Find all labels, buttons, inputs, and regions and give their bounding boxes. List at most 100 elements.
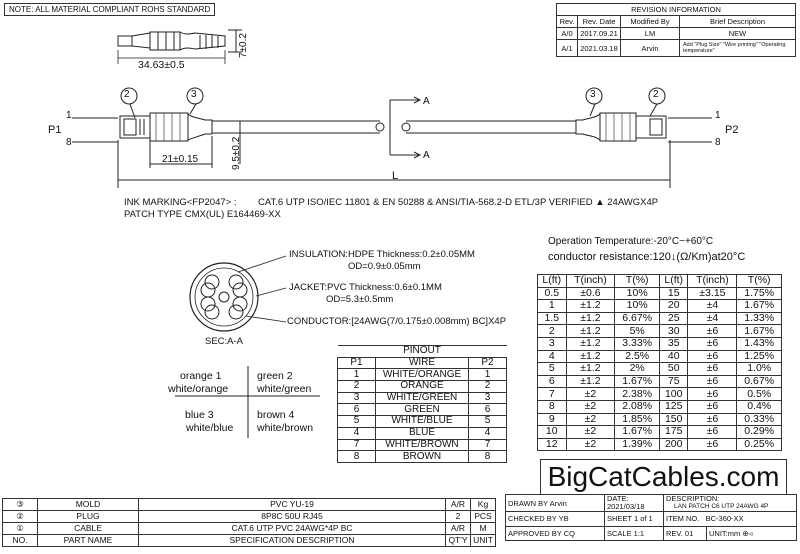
tolerance-cell: ±6 — [687, 437, 738, 452]
callout-3-left: 3 — [191, 89, 197, 100]
tolerance-cell: ±1.2 — [565, 324, 616, 338]
pair1-a: orange 1 — [180, 370, 222, 382]
tolerance-cell: ±4 — [687, 311, 738, 326]
tolerance-cell: 7 — [537, 387, 567, 401]
spec-part: PART NAME — [37, 534, 139, 547]
pinout-cell: WHITE/GREEN — [375, 391, 469, 405]
tolerance-header: T(inch) — [565, 274, 616, 288]
pair3-a: blue 3 — [185, 409, 214, 421]
label-p2: P2 — [725, 124, 739, 136]
tolerance-cell: ±0.6 — [565, 286, 616, 301]
tolerance-cell: 1.43% — [736, 336, 782, 351]
drawn-by: Arvin — [549, 498, 567, 508]
tolerance-cell: ±3.15 — [687, 286, 738, 301]
tolerance-cell: 0.67% — [736, 374, 782, 389]
tolerance-cell: 2 — [537, 324, 567, 338]
p2-connector — [575, 112, 667, 142]
tolerance-cell: 150 — [658, 412, 689, 427]
rohs-note: NOTE: ALL MATERIAL COMPLIANT ROHS STANDA… — [4, 3, 216, 16]
revision-table: REVISION INFORMATION Rev. Rev. Date Modi… — [556, 3, 796, 57]
pinout-cell: WHITE/BROWN — [375, 438, 469, 452]
brand-logo-text: BigCatCables.com — [540, 459, 787, 495]
tolerance-cell: 1.67% — [614, 425, 660, 439]
tolerance-header: L(ft) — [658, 274, 689, 288]
pair3-b: white/blue — [186, 422, 234, 434]
tolerance-cell: 200 — [658, 437, 689, 452]
pair4-a: brown 4 — [257, 409, 295, 421]
approved-by-label: APPROVED BY — [508, 528, 562, 538]
tolerance-cell: 0.25% — [736, 437, 782, 452]
tolerance-cell: ±2 — [565, 437, 616, 452]
tolerance-header: L(ft) — [537, 274, 567, 288]
section-label: SEC:A-A — [205, 336, 244, 347]
item-no: BC-360-XX — [705, 514, 744, 524]
pinout-cell: 5 — [337, 415, 376, 428]
label-p1: P1 — [48, 124, 62, 136]
tolerance-cell: ±1.2 — [565, 362, 616, 376]
tolerance-cell: ±2 — [565, 412, 616, 427]
spec-no: NO. — [2, 534, 38, 547]
pinout-cell: 4 — [468, 426, 507, 440]
callout-3-right: 3 — [590, 89, 596, 100]
tolerance-cell: ±2 — [565, 425, 616, 439]
tolerance-cell: 0.5 — [537, 286, 567, 301]
spec-unit: UNIT — [470, 534, 496, 547]
conductor-resistance: conductor resistance:120↓(Ω/Km)at20°C — [548, 251, 746, 263]
spec-desc: CAT.6 UTP PVC 24AWG*4P BC — [138, 522, 446, 535]
tolerance-cell: 125 — [658, 399, 689, 414]
tolerance-cell: 6 — [537, 374, 567, 389]
jacket-spec: JACKET:PVC Thickness:0.6±0.1MM — [289, 282, 442, 293]
tolerance-cell: 5 — [537, 362, 567, 376]
pinout-cell: 5 — [468, 415, 507, 428]
tolerance-cell: 15 — [658, 286, 689, 301]
tolerance-cell: ±1.2 — [565, 299, 616, 313]
tolerance-cell: 35 — [658, 336, 689, 351]
pinout-cell: 2 — [337, 380, 376, 393]
tolerance-cell: ±1.2 — [565, 311, 616, 326]
spec-desc: SPECIFICATION DESCRIPTION — [138, 534, 446, 547]
pinout-cell: 2 — [468, 380, 507, 393]
tolerance-cell: 1.75% — [736, 286, 782, 301]
tolerance-cell: 10% — [614, 299, 660, 313]
dim-plug-length: 34.63±0.5 — [138, 59, 185, 71]
tolerance-cell: 1.33% — [736, 311, 782, 326]
dim-width: 9.5±0.2 — [231, 136, 242, 170]
pinout-cell: BLUE — [375, 426, 469, 440]
tolerance-cell: 175 — [658, 425, 689, 439]
tolerance-cell: 1.0% — [736, 362, 782, 376]
tolerance-cell: ±4 — [687, 299, 738, 313]
spec-no: ① — [2, 522, 38, 535]
tolerance-cell: ±6 — [687, 324, 738, 338]
tolerance-cell: ±6 — [687, 399, 738, 414]
insulation-od: OD=0.9±0.05mm — [348, 261, 421, 272]
tolerance-cell: 9 — [537, 412, 567, 427]
tolerance-cell: 0.5% — [736, 387, 782, 401]
cable-cross-section — [189, 255, 287, 332]
revision: REV. 01 — [663, 525, 707, 541]
rev-row-date: 2021.03.18 — [577, 39, 621, 57]
p1-connector — [119, 112, 213, 142]
checked-by: YB — [558, 514, 569, 524]
tolerance-cell: ±6 — [687, 336, 738, 351]
tolerance-cell: ±6 — [687, 412, 738, 427]
tolerance-cell: 25 — [658, 311, 689, 326]
tolerance-cell: 20 — [658, 299, 689, 313]
tolerance-cell: 8 — [537, 399, 567, 414]
tolerance-cell: ±6 — [687, 362, 738, 376]
